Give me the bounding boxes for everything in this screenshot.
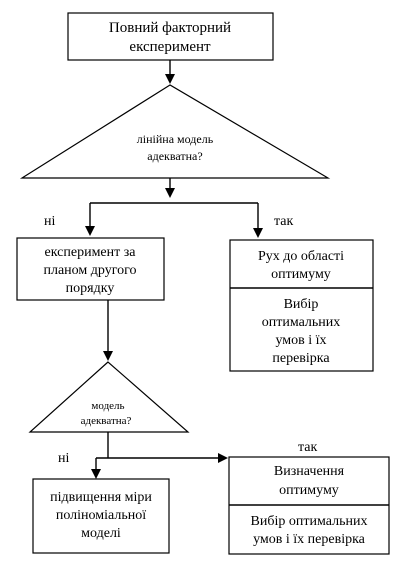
move-box-top-line-2: оптимуму — [271, 267, 331, 282]
raise-degree-box: підвищення міри поліноміальної моделі — [32, 478, 170, 554]
second-order-box-line-1: експеримент за — [44, 245, 136, 260]
arrow-start-to-decision-1 — [165, 60, 175, 84]
start-box: Повний факторний експеримент — [67, 12, 274, 61]
raise-box-frame — [32, 478, 170, 554]
second-order-box-frame — [16, 237, 165, 301]
raise-box-line-2: поліноміальної — [56, 508, 146, 523]
optimum-box: Визначення оптимуму Вибір оптимальних ум… — [228, 456, 390, 555]
raise-box-line-1: підвищення міри — [50, 490, 152, 505]
start-box-line-1: Повний факторний — [109, 20, 231, 36]
decision-2-line-1: модель — [91, 400, 124, 412]
optimum-box-bottom-line-2: умов і їх перевірка — [253, 532, 366, 547]
split-connector-2 — [91, 432, 228, 479]
decision-1-yes-label: так — [274, 214, 294, 229]
move-box-bottom-line-4: перевірка — [272, 351, 330, 366]
move-box-top-line-1: Рух до області — [258, 249, 344, 264]
arrow-decision-1-down — [165, 178, 175, 198]
optimum-box-bottom-line-1: Вибір оптимальних — [251, 514, 368, 529]
optimum-box-top-line-2: оптимуму — [279, 483, 339, 498]
optimum-box-top-line-1: Визначення — [274, 464, 345, 479]
decision-1: лінійна модель адекватна? — [19, 84, 331, 179]
start-box-line-2: експеримент — [129, 39, 211, 55]
move-to-optimum-box: Рух до області оптимуму Вибір оптимальни… — [229, 239, 374, 372]
second-order-box: експеримент за планом другого порядку — [16, 237, 165, 301]
decision-2-triangle — [28, 361, 190, 433]
start-box-frame — [67, 12, 274, 61]
decision-2-no-label: ні — [58, 451, 69, 466]
second-order-box-line-3: порядку — [66, 281, 115, 296]
decision-1-triangle — [19, 84, 331, 179]
move-box-frame — [229, 239, 374, 372]
split-connector-1 — [85, 202, 263, 238]
raise-box-line-3: моделі — [81, 526, 121, 541]
decision-1-no-label: ні — [44, 214, 55, 229]
arrow-second-order-to-decision-2 — [103, 300, 113, 361]
decision-2-yes-label: так — [298, 440, 318, 455]
second-order-box-line-2: планом другого — [43, 263, 136, 278]
decision-2-line-2: адекватна? — [81, 415, 132, 427]
move-box-bottom-line-1: Вибір — [284, 297, 319, 312]
decision-2: модель адекватна? — [28, 361, 190, 433]
move-box-bottom-line-3: умов і їх — [275, 333, 326, 348]
decision-1-line-2: адекватна? — [147, 149, 202, 163]
decision-1-line-1: лінійна модель — [137, 132, 214, 146]
move-box-bottom-line-2: оптимальних — [262, 315, 341, 330]
